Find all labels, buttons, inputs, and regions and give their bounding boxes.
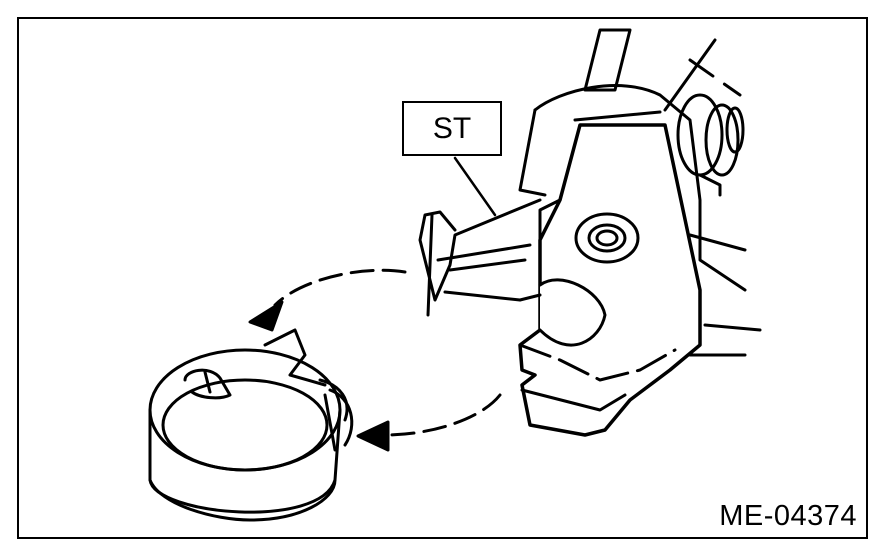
spring-coil xyxy=(676,93,745,197)
lever-arm xyxy=(518,110,702,437)
housing-bracket xyxy=(518,28,762,357)
dashed-arrow-icon xyxy=(248,268,407,332)
dashed-arrow-icon xyxy=(356,393,502,452)
st-callout-label: ST xyxy=(402,101,502,156)
clamp-tool-icon xyxy=(418,156,542,317)
figure-id-label: ME-04374 xyxy=(719,500,857,532)
hose-clamp-icon xyxy=(148,328,354,522)
